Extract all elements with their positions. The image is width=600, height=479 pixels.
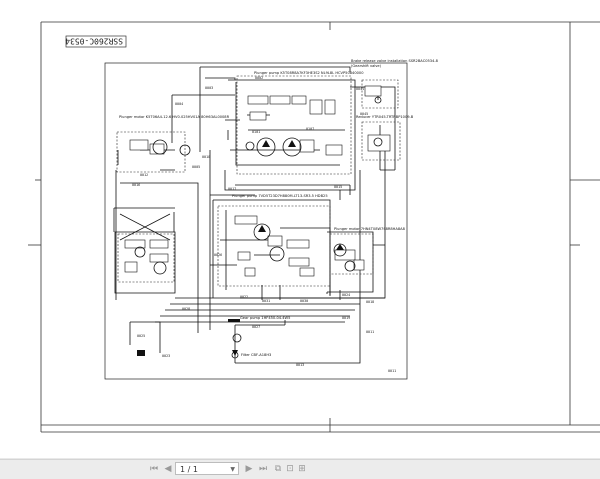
fit-page-icon[interactable]: ⊡: [286, 464, 294, 474]
svg-text:0019: 0019: [342, 316, 350, 320]
first-page-button[interactable]: ⏮: [149, 464, 159, 474]
next-page-button[interactable]: ▶: [245, 464, 253, 474]
svg-text:0004: 0004: [175, 102, 183, 106]
chevron-down-icon: ▼: [230, 466, 235, 473]
svg-text:0012: 0012: [140, 173, 148, 177]
page-selector[interactable]: 1 / 1 ▼: [175, 462, 239, 475]
brake-valve-sub-label: (Gearshift valve): [351, 64, 382, 68]
svg-text:0027: 0027: [252, 325, 260, 329]
grid-view-icon[interactable]: ⊞: [298, 464, 306, 474]
plunger-motor-label: Plunger motor K5T06A4-12.6 HV0.025HV01A …: [119, 115, 230, 119]
svg-text:0015: 0015: [334, 185, 342, 189]
brake-valve-label: Brake release valve installation SSR2BAC…: [351, 59, 439, 63]
svg-text:0023: 0023: [162, 354, 170, 358]
filter-label: Filter CBF-A18H3: [241, 353, 271, 357]
document-page: SSR260C-0534: [0, 0, 600, 458]
plunger-motor-small-label: Plunger motor 7HN4T08W7S8R8HA8A8: [334, 227, 406, 231]
reducer-label: Reducer YTR045-TRTRBP1009-B: [356, 115, 414, 119]
svg-text:0107: 0107: [306, 127, 314, 131]
svg-text:0025: 0025: [137, 334, 145, 338]
svg-text:0101: 0101: [252, 130, 260, 134]
svg-text:0030: 0030: [300, 299, 308, 303]
svg-text:0024: 0024: [342, 293, 350, 297]
svg-text:0031: 0031: [262, 299, 270, 303]
svg-text:0016: 0016: [132, 183, 140, 187]
svg-text:0045: 0045: [360, 112, 368, 116]
viewer-toolbar: ⏮ ◀ 1 / 1 ▼ ▶ ⏭ ⧉ ⊡ ⊞: [0, 459, 600, 479]
svg-text:0041: 0041: [356, 87, 364, 91]
last-page-button[interactable]: ⏭: [258, 464, 268, 474]
svg-text:0011: 0011: [388, 369, 396, 373]
plunger-pump-top-label: Plunger pump K5T08R8A7KF3HE3S2 NL9L8L HC…: [254, 71, 364, 75]
svg-text:0005: 0005: [192, 165, 200, 169]
svg-text:0011: 0011: [366, 330, 374, 334]
svg-text:0017: 0017: [228, 187, 236, 191]
svg-text:0022: 0022: [240, 295, 248, 299]
svg-text:0026: 0026: [214, 253, 222, 257]
copy-icon[interactable]: ⧉: [274, 464, 282, 474]
svg-text:0002: 0002: [255, 76, 263, 80]
plunger-pump-mid-label: Plunger pump 7VD5T23D7H880M-LT13-SR3.5 H…: [232, 194, 328, 198]
page-number-value: 1 / 1: [180, 465, 198, 474]
previous-page-button[interactable]: ◀: [164, 464, 172, 474]
gear-pump-label: Gear pump 1HF450-04.4W5: [240, 316, 290, 320]
svg-text:0010: 0010: [202, 155, 210, 159]
svg-text:0003: 0003: [205, 86, 213, 90]
drawing-number: SSR260C-0534: [65, 37, 123, 46]
hydraulic-schematic: SSR260C-0534: [28, 21, 600, 433]
svg-text:0018: 0018: [366, 300, 374, 304]
svg-text:0013: 0013: [296, 363, 304, 367]
svg-text:0028: 0028: [182, 307, 190, 311]
